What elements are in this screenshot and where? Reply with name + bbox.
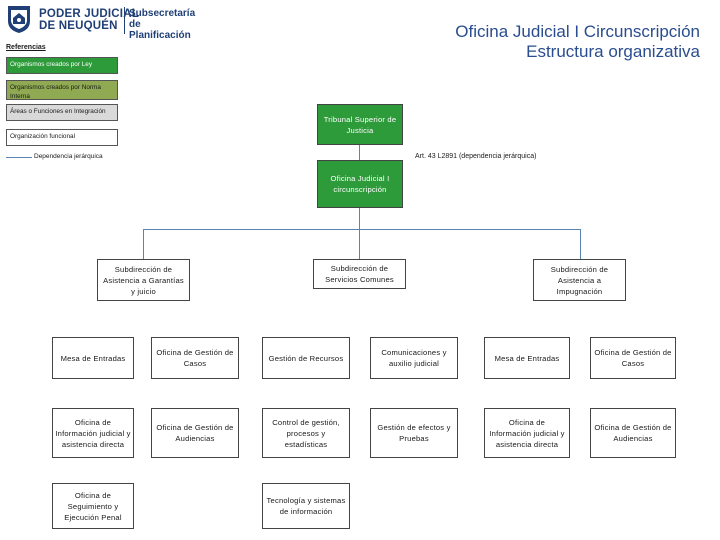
tribunal-superior-box: Tribunal Superior de Justicia: [317, 104, 403, 145]
unit-box: Oficina de Información judicial y asiste…: [52, 408, 134, 458]
unit-box: Comunicaciones y auxilio judicial: [370, 337, 458, 379]
subdirection-box: Subdirección de Asistencia a Impugnación: [533, 259, 626, 301]
connector-line: [359, 208, 360, 229]
legend-item-internal-norm: Organismos creados por Norma Interna: [6, 80, 118, 100]
unit-box: Gestión de Recursos: [262, 337, 350, 379]
sub-org-name: Subsecretaría de Planificación: [129, 8, 196, 41]
unit-box: Oficina de Gestión de Casos: [590, 337, 676, 379]
legend-item-integration: Áreas o Funciones en Integración: [6, 104, 118, 121]
legend-item-law: Organismos creados por Ley: [6, 57, 118, 74]
unit-box: Mesa de Entradas: [52, 337, 134, 379]
connector-line: [143, 229, 580, 230]
relation-label: Art. 43 L2891 (dependencia jerárquica): [415, 153, 537, 160]
unit-box: Tecnología y sistemas de información: [262, 483, 350, 529]
unit-box: Gestión de efectos y Pruebas: [370, 408, 458, 458]
subdirection-box: Subdirección de Servicios Comunes: [313, 259, 406, 289]
page-subtitle: Estructura organizativa: [526, 42, 700, 61]
connector-line: [359, 229, 360, 259]
connector-line: [359, 145, 360, 160]
page-title: Oficina Judicial I Circunscripción: [455, 22, 700, 41]
unit-box: Oficina de Gestión de Audiencias: [151, 408, 239, 458]
unit-box: Control de gestión, procesos y estadísti…: [262, 408, 350, 458]
oficina-judicial-box: Oficina Judicial I circunscripción: [317, 160, 403, 208]
legend-line-swatch: [6, 157, 32, 158]
legend-line-label: Dependencia jerárquica: [34, 153, 103, 160]
unit-box: Oficina de Información judicial y asiste…: [484, 408, 570, 458]
legend-item-functional: Organización funcional: [6, 129, 118, 146]
unit-box: Oficina de Gestión de Audiencias: [590, 408, 676, 458]
logo-separator: [124, 7, 125, 34]
subdirection-box: Subdirección de Asistencia a Garantías y…: [97, 259, 190, 301]
unit-box: Oficina de Seguimiento y Ejecución Penal: [52, 483, 134, 529]
org-name: PODER JUDICIAL DE NEUQUÉN: [39, 8, 139, 32]
legend-heading: Referencias: [6, 44, 46, 51]
shield-crest-icon: [8, 6, 30, 33]
connector-line: [143, 229, 144, 259]
institution-logo: PODER JUDICIAL DE NEUQUÉN Subsecretaría …: [6, 4, 196, 41]
connector-line: [580, 229, 581, 259]
unit-box: Mesa de Entradas: [484, 337, 570, 379]
unit-box: Oficina de Gestión de Casos: [151, 337, 239, 379]
